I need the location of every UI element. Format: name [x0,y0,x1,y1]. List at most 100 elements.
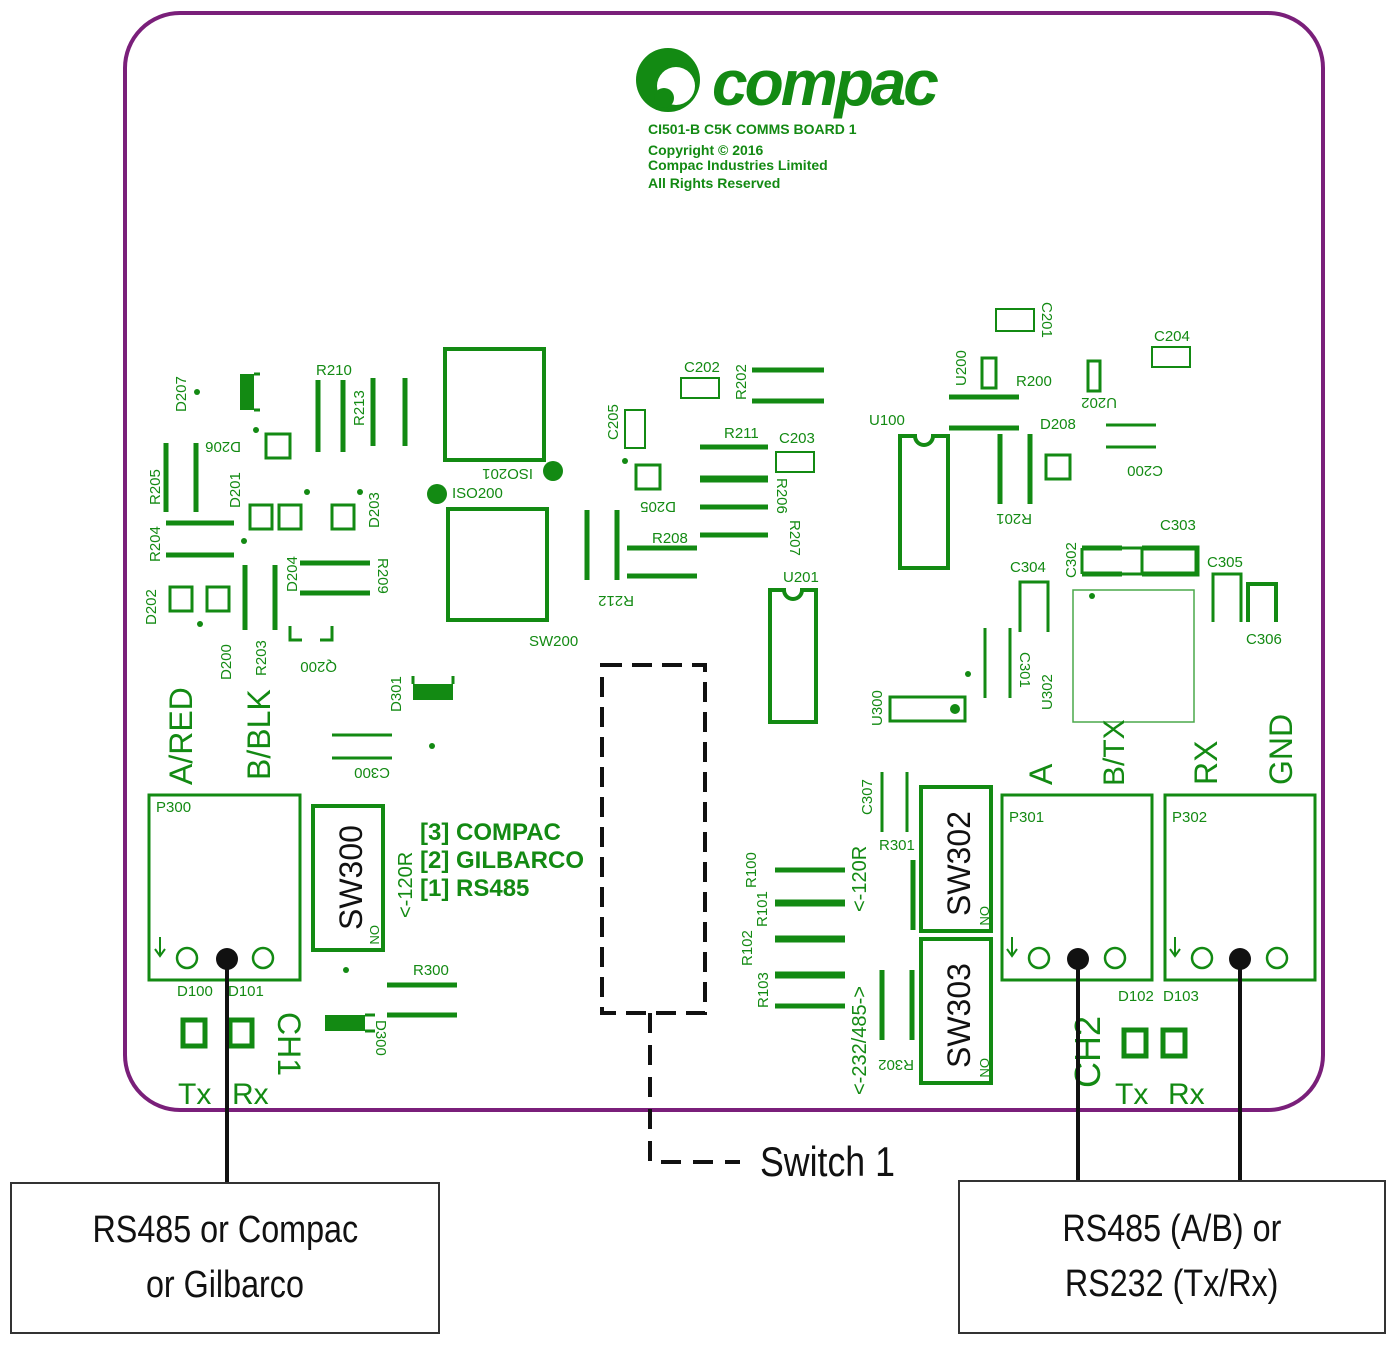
c205-label: C205 [605,404,622,440]
d100-label: D100 [177,983,213,1000]
d301-label: D301 [388,676,405,712]
r102-label: R102 [739,930,756,966]
sw303-on-label: ON [977,1058,992,1078]
r206-label: R206 [773,478,790,514]
r212-label: R212 [598,592,634,609]
switch1-highlight [600,663,707,1015]
c204-label: C204 [1154,328,1190,345]
c306-label: C306 [1246,631,1282,648]
u300-label: U300 [869,690,886,726]
mode-1-label: [1] RS485 [420,875,529,902]
d102-label: D102 [1118,988,1154,1005]
r211-label: R211 [724,425,759,442]
u202-label: U202 [1081,394,1117,411]
bottom-parts [147,772,1317,1085]
c300-label: C300 [354,764,390,781]
c304-label: C304 [1010,559,1046,576]
right-callout-line1: RS485 (A/B) or [1062,1207,1282,1250]
sw300-term-label: <-120R [395,852,417,918]
u200-label: U200 [953,350,970,386]
brand-text: compac [712,47,938,119]
d203-label: D203 [366,492,383,528]
u100-label: U100 [869,412,905,429]
p300-label: P300 [156,799,191,816]
d300-label: D300 [372,1020,389,1056]
c203-label: C203 [779,430,815,447]
callout-leaders [216,948,1251,1182]
ch1-rx-label: Rx [232,1078,269,1111]
r205-label: R205 [147,469,164,505]
mode-3-label: [3] COMPAC [420,819,561,846]
r207-label: R207 [786,520,803,556]
rights-text: All Rights Reserved [648,175,780,191]
p300-pin-a-label: A/RED [163,687,199,785]
board-title: CI501-B C5K COMMS BOARD 1 [648,121,857,137]
sw302-term-label: <-120R [849,846,871,912]
ch1-tx-label: Tx [178,1078,211,1111]
company-text: Compac Industries Limited [648,157,828,173]
d200-label: D200 [218,644,235,680]
d103-label: D103 [1163,988,1199,1005]
c302-label: C302 [1063,542,1080,578]
d201-label: D201 [227,472,244,508]
sw303-label: SW303 [941,963,977,1068]
r201-label: R201 [996,510,1032,527]
right-callout-line2: RS232 (Tx/Rx) [1065,1263,1279,1305]
switch1-label: Switch 1 [760,1138,895,1185]
sw300-label: SW300 [333,825,369,930]
r202-label: R202 [733,364,750,400]
r103-label: R103 [755,972,772,1008]
d206-label: D206 [205,438,241,455]
iso-block [427,347,563,622]
r213-label: R213 [351,390,368,426]
d202-label: D202 [143,589,160,625]
p302-pin-rx-label: RX [1188,741,1224,785]
d204-label: D204 [284,556,301,592]
c201-label: C201 [1038,302,1055,338]
r210-label: R210 [316,362,352,379]
r100-label: R100 [743,852,760,888]
ch2-label: CH2 [1067,1016,1108,1088]
d205-label: D205 [640,498,676,515]
r209-label: R209 [374,558,391,594]
compac-logo: compac [636,47,941,119]
u201-label: U201 [783,569,819,586]
center-cluster [584,367,824,724]
left-callout-box: RS485 or Compac or Gilbarco [10,1182,440,1334]
sw302-on-label: ON [977,906,992,926]
d207-label: D207 [173,376,190,412]
c200-label: C200 [1127,462,1163,479]
r200-label: R200 [1016,373,1052,390]
c303-label: C303 [1160,517,1196,534]
p302-label: P302 [1172,809,1207,826]
right-cluster [888,308,1278,723]
c202-label: C202 [684,359,720,376]
p301-pin-a-label: A [1023,763,1059,785]
d208-label: D208 [1040,416,1076,433]
sw200-label: SW200 [529,633,578,650]
left-cluster [163,372,455,760]
r203-label: R203 [253,640,270,676]
ch2-rx-label: Rx [1168,1078,1205,1111]
u302-label: U302 [1039,674,1056,710]
q200-label: Q200 [300,658,337,675]
c305-label: C305 [1207,554,1243,571]
iso200-label: ISO200 [452,485,503,502]
sw303-mode-label: <-232/485-> [849,986,871,1095]
left-callout-line1: RS485 or Compac [92,1208,358,1251]
r101-label: R101 [754,891,771,927]
r301-label: R301 [879,837,915,854]
ch2-tx-label: Tx [1115,1078,1148,1111]
copyright-text: Copyright © 2016 [648,142,764,158]
ch1-label: CH1 [271,1012,307,1076]
p300-pin-b-label: B/BLK [241,689,277,780]
sw302-label: SW302 [941,811,977,916]
r300-label: R300 [413,962,449,979]
p301-label: P301 [1009,809,1044,826]
mode-2-label: [2] GILBARCO [420,847,584,874]
iso201-label: ISO201 [482,465,533,482]
right-callout-box: RS485 (A/B) or RS232 (Tx/Rx) [958,1180,1386,1334]
sw300-on-label: ON [367,925,382,945]
c307-label: C307 [859,779,876,815]
